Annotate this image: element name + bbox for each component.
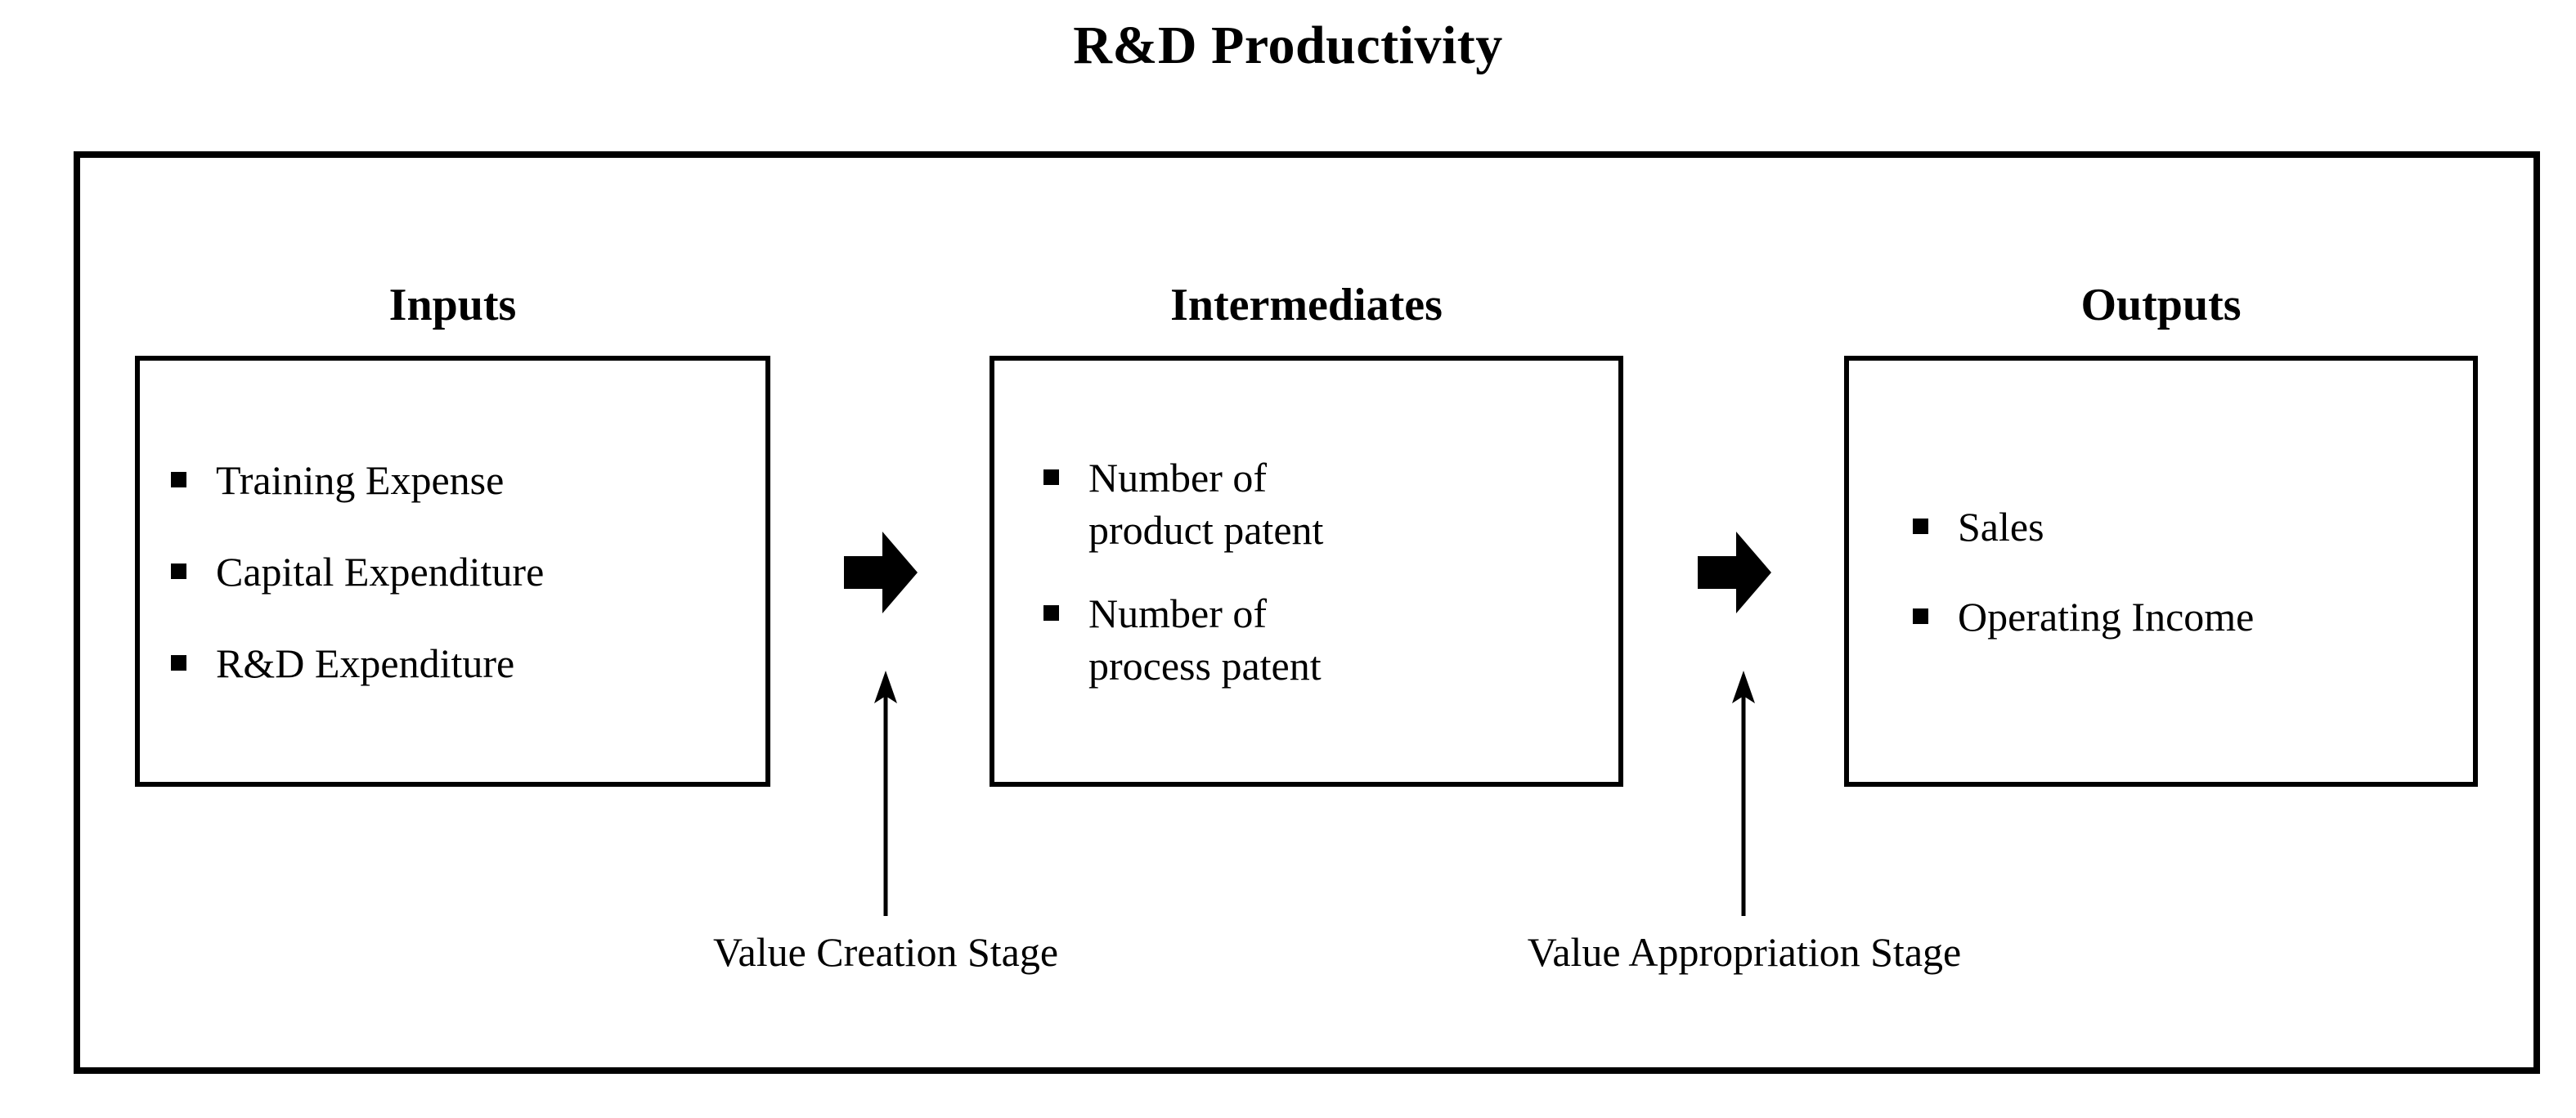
stage-heading-intermediates: Intermediates	[1170, 280, 1443, 330]
list-item-label: Operating Income	[1958, 593, 2255, 640]
list-item-label: R&D Expenditure	[216, 640, 515, 686]
list-item: Number of process patent	[1043, 587, 1667, 692]
list-item: Operating Income	[1913, 590, 2537, 643]
list-item: Capital Expenditure	[171, 546, 797, 598]
up-arrow-icon	[874, 671, 897, 916]
annotation-label-value-appropriation-stage: Value Appropriation Stage	[1527, 929, 1962, 975]
square-bullet-icon	[1043, 469, 1059, 485]
square-bullet-icon	[171, 563, 186, 579]
square-bullet-icon	[1913, 608, 1928, 624]
list-item-label: Capital Expenditure	[216, 548, 545, 595]
list-item-label: Sales	[1958, 503, 2044, 550]
stage-box-inputs: Training Expense Capital Expenditure R&D…	[135, 356, 770, 787]
stage-box-intermediates: Number of product patent Number of proce…	[990, 356, 1623, 787]
list-item-label: Training Expense	[216, 456, 505, 503]
right-block-arrow-icon	[1698, 532, 1771, 613]
stage-box-outputs: Sales Operating Income	[1844, 356, 2478, 787]
annotation-label-value-creation-stage: Value Creation Stage	[712, 929, 1059, 975]
page-title: R&D Productivity	[1073, 16, 1503, 75]
list-item-label: Number of process patent	[1088, 590, 1322, 689]
list-item: Number of product patent	[1043, 451, 1667, 556]
inputs-item-list: Training Expense Capital Expenditure R&D…	[140, 361, 797, 782]
right-block-arrow-icon	[844, 532, 918, 613]
square-bullet-icon	[171, 654, 186, 671]
intermediates-item-list: Number of product patent Number of proce…	[994, 361, 1667, 782]
list-item: R&D Expenditure	[171, 637, 797, 689]
square-bullet-icon	[1043, 604, 1059, 621]
outputs-item-list: Sales Operating Income	[1849, 361, 2537, 782]
list-item: Training Expense	[171, 454, 797, 506]
list-item-label: Number of product patent	[1088, 454, 1324, 553]
stage-heading-outputs: Outputs	[2080, 280, 2242, 330]
up-arrow-icon	[1732, 671, 1755, 916]
list-item: Sales	[1913, 501, 2537, 553]
stage-heading-inputs: Inputs	[388, 280, 517, 330]
square-bullet-icon	[1913, 518, 1928, 534]
square-bullet-icon	[171, 471, 186, 487]
